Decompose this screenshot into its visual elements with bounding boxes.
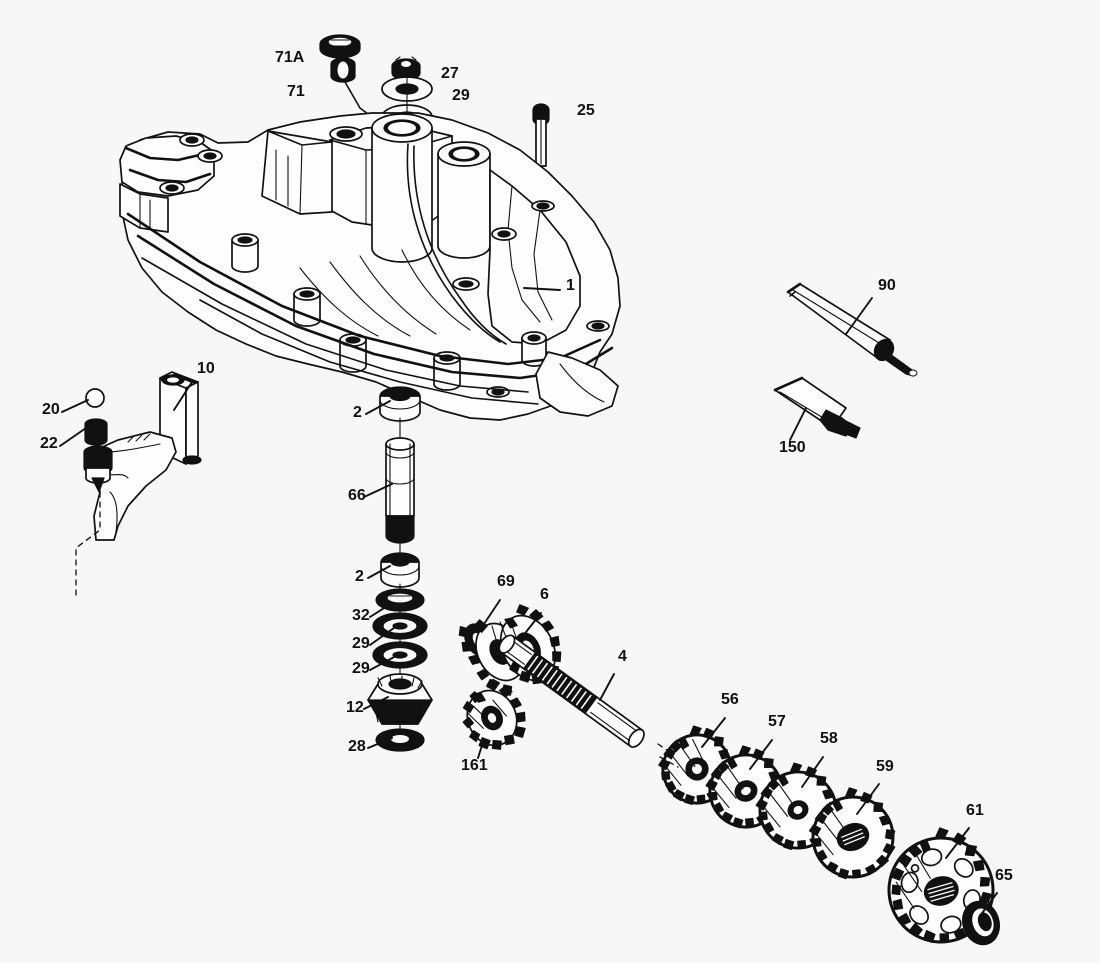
- callout-label-lubricant-applicator: 150: [779, 439, 806, 456]
- callout-label-bushing: 22: [40, 435, 58, 452]
- bearing-bushing-2-lower-icon: [380, 552, 420, 588]
- leader-150: [789, 407, 807, 441]
- gear-train: [658, 725, 1001, 946]
- callout-label-cluster-gear: 6: [540, 586, 549, 603]
- leader-66: [363, 483, 393, 498]
- leader-28: [367, 737, 393, 749]
- housing-left-bracket: [119, 133, 223, 233]
- callout-label-thrust-washer-shaft: 69: [497, 573, 515, 590]
- output-gear-61-icon: [887, 827, 995, 944]
- callout-label-gear-59: 59: [876, 758, 894, 775]
- leader-29-col2: [369, 655, 397, 671]
- lock-washer-28-icon: [375, 728, 425, 752]
- leader-10: [173, 381, 193, 411]
- callout-label-shift-lever-bracket: 10: [197, 360, 215, 377]
- callout-label-o-ring: 20: [42, 401, 60, 418]
- o-ring-20-icon: [85, 388, 105, 408]
- callout-label-bushing-spacer: 71: [287, 83, 305, 100]
- leader-69: [479, 599, 501, 631]
- bearing-retainer-65-icon: [961, 900, 1001, 946]
- flat-washer-29-col1-icon: [372, 612, 428, 640]
- countershaft-assembly: [458, 604, 677, 757]
- bracket-centerline: [75, 491, 101, 601]
- bevel-pinion-gear-12-icon: [367, 673, 433, 725]
- leader-22: [59, 427, 87, 447]
- callout-label-lock-washer: 28: [348, 738, 366, 755]
- callout-label-bearing-retainer: 65: [995, 867, 1013, 884]
- leader-6: [525, 612, 542, 633]
- callout-label-hex-bolt: 25: [577, 102, 595, 119]
- callout-label-gear-58: 58: [820, 730, 838, 747]
- leader-2-lower: [367, 565, 391, 579]
- pinion-gear-161-icon: [462, 678, 526, 750]
- callout-label-lock-nut: 27: [441, 65, 459, 82]
- retainer-cap-71a-icon: [319, 34, 361, 59]
- leader-58: [801, 756, 824, 788]
- counter-shaft-4-icon: [498, 634, 677, 757]
- leader-65: [979, 892, 998, 917]
- leader-57: [749, 739, 773, 770]
- callout-label-bevel-pinion-gear: 12: [346, 699, 364, 716]
- callout-label-retainer-cap: 71A: [275, 49, 305, 66]
- grease-tube-90-icon: [786, 282, 918, 377]
- callout-label-input-shaft: 66: [348, 487, 366, 504]
- leader-61: [945, 827, 970, 859]
- callout-label-flat-washer: 29: [352, 635, 370, 652]
- callout-label-output-gear: 61: [966, 802, 984, 819]
- callout-label-bearing-bushing-upper: 2: [353, 404, 362, 421]
- leader-59: [856, 783, 880, 815]
- callout-labels: 71A 71 27 29 25 1 90 150 20 22 10 2 66 2 32 29 29 12 28 69 6…: [40, 49, 1013, 884]
- shift-lever-bracket-10-icon: [93, 371, 202, 541]
- leader-12: [363, 696, 389, 710]
- bracket-lower-bushing: [83, 445, 113, 493]
- bushing-22-icon: [84, 418, 108, 446]
- leader-2-upper: [365, 400, 391, 415]
- leader-29-col1: [369, 627, 395, 646]
- bearing-bushing-2-upper-icon: [379, 386, 421, 422]
- leader-32: [369, 602, 393, 618]
- leader-90: [845, 297, 873, 335]
- callout-label-bearing-bushing-lower: 2: [355, 568, 364, 585]
- gear-59-icon: [808, 787, 896, 880]
- leader-161: [477, 738, 485, 759]
- input-shaft-66-icon: [385, 437, 415, 544]
- callout-label-thrust-washer: 32: [352, 607, 370, 624]
- callout-label-gear-57: 57: [768, 713, 786, 730]
- callout-label-pinion-gear: 161: [461, 757, 488, 774]
- housing-mount-bosses: [231, 200, 612, 398]
- lubricant-applicator-150-icon: [773, 376, 861, 439]
- leader-56: [701, 717, 726, 748]
- callout-label-grease-tube: 90: [878, 277, 896, 294]
- callout-label-counter-shaft: 4: [618, 648, 627, 665]
- callout-label-flat-washer: 29: [352, 660, 370, 677]
- callout-label-transmission-housing: 1: [566, 277, 575, 294]
- axis-dash-shaft-56: [659, 756, 679, 768]
- transmission-housing-1: [119, 112, 621, 421]
- bushing-spacer-71-icon: [330, 57, 356, 83]
- callout-label-flat-washer: 29: [452, 87, 470, 104]
- callout-label-gear-56: 56: [721, 691, 739, 708]
- leader-4: [599, 673, 615, 701]
- leader-1: [523, 287, 561, 291]
- leader-20: [61, 399, 89, 413]
